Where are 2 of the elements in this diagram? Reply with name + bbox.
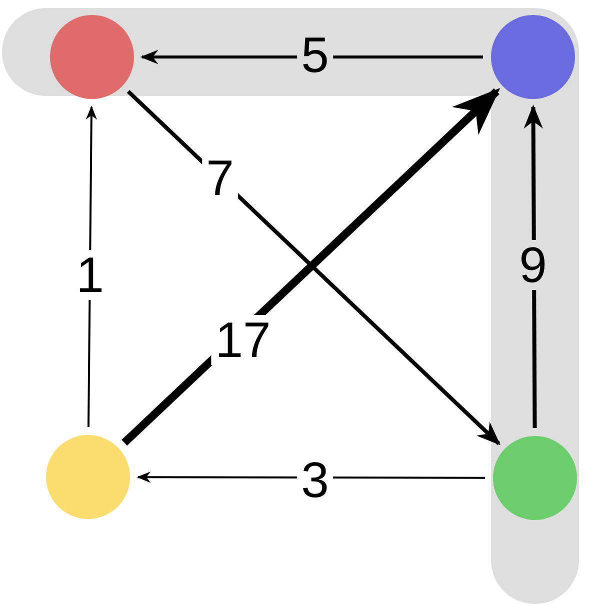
arrow: [136, 472, 485, 483]
arrow: [140, 50, 483, 64]
